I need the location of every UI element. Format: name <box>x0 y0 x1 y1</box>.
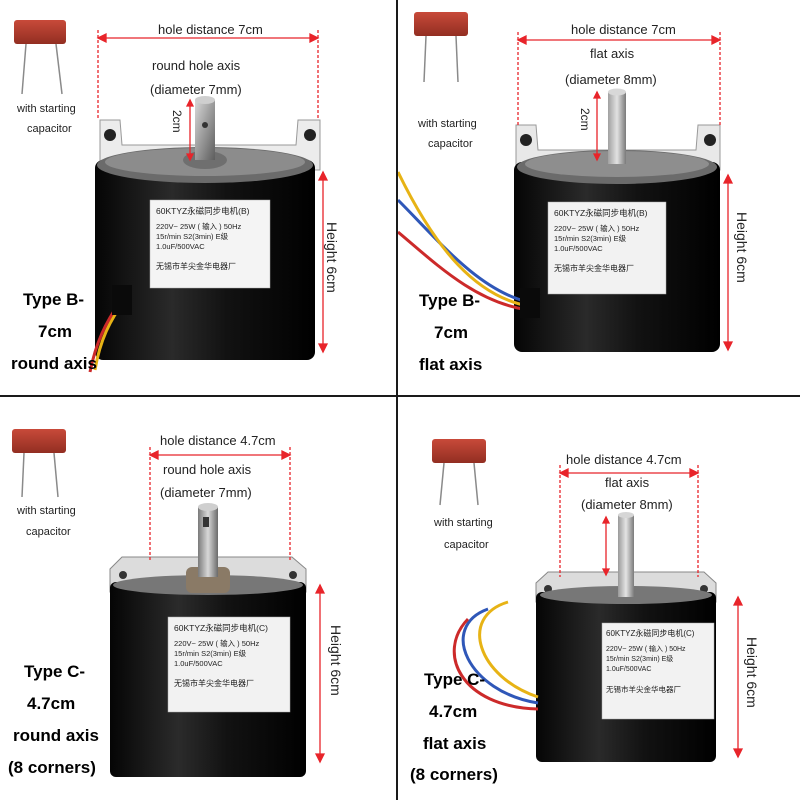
nameplate-maker: 无锡市羊尖金华电器厂 <box>606 685 681 694</box>
type-label-line4: (8 corners) <box>410 765 498 784</box>
axis-diameter-label: (diameter 7mm) <box>160 485 252 500</box>
nameplate: 60KTYZ永磁同步电机(B) 220V~ 25W ( 输入 ) 50Hz 15… <box>554 208 648 274</box>
capacitor-label-line1: with starting <box>17 103 76 115</box>
hole-distance-label: hole distance 7cm <box>158 22 263 37</box>
nameplate-spec3: 1.0uF/500VAC <box>606 666 652 673</box>
type-label-line1: Type B- <box>419 291 481 310</box>
horizontal-divider <box>0 395 800 397</box>
type-label-line2: 4.7cm <box>429 702 478 721</box>
nameplate-spec3: 1.0uF/500VAC <box>174 659 223 668</box>
capacitor-label-line2: capacitor <box>428 138 473 150</box>
capacitor-icon <box>14 20 66 95</box>
nameplate-spec2: 15r/min S2(3min) E级 <box>606 656 674 663</box>
height-label: Height 6cm <box>734 212 750 283</box>
capacitor-icon <box>432 439 486 506</box>
nameplate-maker: 无锡市羊尖金华电器厂 <box>156 262 236 271</box>
type-label-line3: flat axis <box>419 355 483 374</box>
axis-diameter-label: (diameter 8mm) <box>581 497 673 512</box>
nameplate-title: 60KTYZ永磁同步电机(C) <box>606 629 695 638</box>
nameplate-title: 60KTYZ永磁同步电机(B) <box>554 208 648 218</box>
panel-type-b-flat-axis: with starting capacitor hole distance 7c… <box>398 0 794 396</box>
capacitor-label-line1: with starting <box>434 517 493 529</box>
axis-diameter-label: (diameter 8mm) <box>565 72 657 87</box>
nameplate-maker: 无锡市羊尖金华电器厂 <box>554 264 634 273</box>
axis-type-label: flat axis <box>605 475 650 490</box>
nameplate-spec1: 220V~ 25W ( 输入 ) 50Hz <box>554 224 640 233</box>
capacitor-label-line2: capacitor <box>27 123 72 135</box>
type-label-line3: round axis <box>13 726 99 745</box>
type-label-line1: Type C- <box>424 670 486 689</box>
vertical-divider <box>396 0 398 800</box>
hole-distance-label: hole distance 4.7cm <box>566 452 682 467</box>
type-label-line3: flat axis <box>423 734 487 753</box>
capacitor-icon <box>12 429 66 498</box>
nameplate: 60KTYZ永磁同步电机(B) 220V~ 25W ( 输入 ) 50Hz 15… <box>156 206 250 272</box>
nameplate-title: 60KTYZ永磁同步电机(B) <box>156 206 250 216</box>
shaft-length-label: 2cm <box>578 108 592 131</box>
nameplate-spec1: 220V~ 25W ( 输入 ) 50Hz <box>174 639 260 648</box>
panel-type-c-round-axis: with starting capacitor hole distance 4.… <box>0 397 396 793</box>
type-label-line2: 7cm <box>38 322 73 341</box>
nameplate: 60KTYZ永磁同步电机(C) 220V~ 25W ( 输入 ) 50Hz 15… <box>606 629 694 695</box>
capacitor-label-line2: capacitor <box>26 526 71 538</box>
motor-illustration <box>398 12 734 352</box>
nameplate-spec2: 15r/min S2(3min) E级 <box>174 649 247 658</box>
type-label-line2: 7cm <box>434 323 469 342</box>
capacitor-label-line1: with starting <box>17 505 76 517</box>
capacitor-label-line1: with starting <box>418 118 477 130</box>
nameplate-spec2: 15r/min S2(3min) E级 <box>156 232 229 241</box>
motor-illustration <box>432 439 744 762</box>
type-label-line1: Type B- <box>23 290 85 309</box>
type-label-line4: (8 corners) <box>8 758 96 777</box>
type-label-line2: 4.7cm <box>27 694 76 713</box>
nameplate-spec3: 1.0uF/500VAC <box>156 242 205 251</box>
axis-diameter-label: (diameter 7mm) <box>150 82 242 97</box>
nameplate-spec1: 220V~ 25W ( 输入 ) 50Hz <box>606 646 686 653</box>
capacitor-icon <box>414 12 468 83</box>
axis-type-label: round hole axis <box>152 58 241 73</box>
axis-type-label: round hole axis <box>163 462 252 477</box>
motor-illustration <box>14 20 329 373</box>
type-label-line1: Type C- <box>24 662 86 681</box>
nameplate-maker: 无锡市羊尖金华电器厂 <box>174 679 254 688</box>
nameplate-spec2: 15r/min S2(3min) E级 <box>554 234 627 243</box>
hole-distance-label: hole distance 7cm <box>571 22 676 37</box>
height-label: Height 6cm <box>328 625 344 696</box>
height-label: Height 6cm <box>324 222 340 293</box>
height-label: Height 6cm <box>744 637 760 708</box>
panel-type-c-flat-axis: with starting capacitor hole distance 4.… <box>398 397 794 793</box>
capacitor-label-line2: capacitor <box>444 539 489 551</box>
panel-type-b-round-axis: with starting capacitor hole distance 7c… <box>0 0 396 396</box>
nameplate-title: 60KTYZ永磁同步电机(C) <box>174 623 268 633</box>
axis-type-label: flat axis <box>590 46 635 61</box>
nameplate-spec1: 220V~ 25W ( 输入 ) 50Hz <box>156 222 242 231</box>
motor-illustration <box>12 429 326 777</box>
nameplate-spec3: 1.0uF/500VAC <box>554 244 603 253</box>
type-label-line3: round axis <box>11 354 97 373</box>
shaft-length-label: 2cm <box>170 110 184 133</box>
nameplate: 60KTYZ永磁同步电机(C) 220V~ 25W ( 输入 ) 50Hz 15… <box>174 623 268 689</box>
hole-distance-label: hole distance 4.7cm <box>160 433 276 448</box>
